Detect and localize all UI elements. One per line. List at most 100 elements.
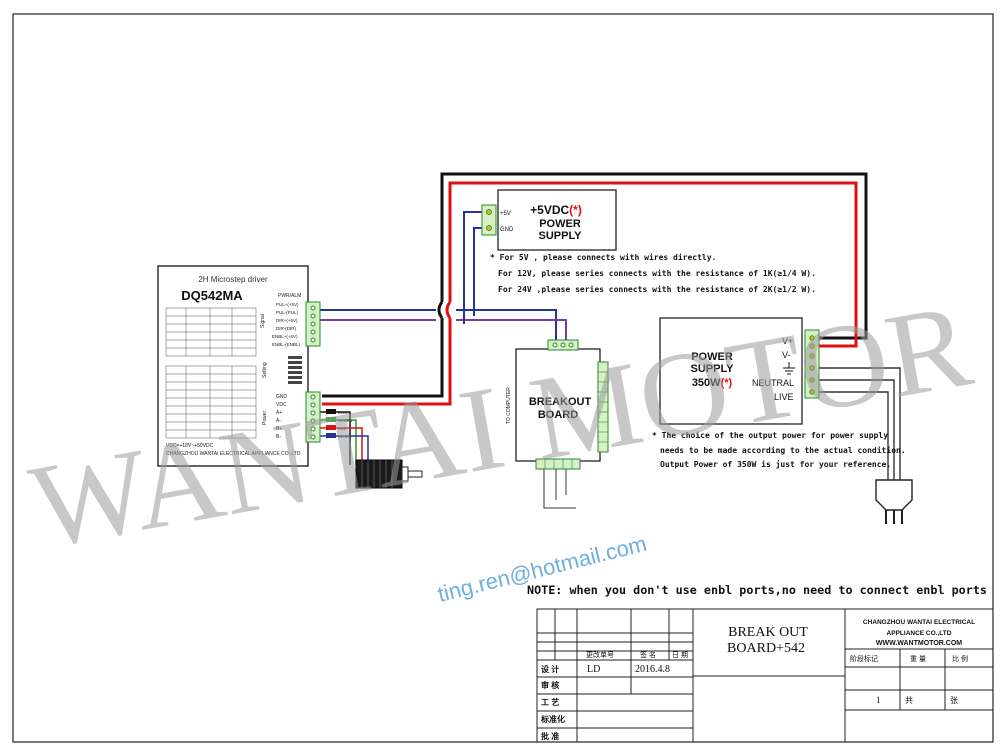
- psu350-neutral: NEUTRAL: [752, 378, 794, 388]
- breakout-right-terminal: [597, 361, 609, 453]
- wire-5v-2: [473, 227, 488, 316]
- tb-design: 设 计: [541, 664, 559, 674]
- wire-label-black: BLACK: [338, 410, 351, 415]
- wire-signal-2: [320, 319, 567, 340]
- wire-red-psu: [448, 181, 858, 348]
- driver-pin-label: DIR-(DIR): [276, 326, 296, 331]
- tb-date-label: 日 期: [672, 651, 688, 659]
- driver-pin-label: GND: [276, 394, 288, 400]
- driver-current-table: [165, 307, 257, 357]
- psu5-note-line: * For 5V , please connects with wires di…: [490, 252, 716, 262]
- breakout-line1: BREAKOUT: [529, 396, 592, 408]
- psu350-line1: POWER: [691, 351, 733, 363]
- wire-tag-black: [326, 409, 336, 414]
- tb-designer: LD: [587, 664, 600, 675]
- psu350-line3: 350W(*): [692, 377, 733, 389]
- driver-pin-label: VDC: [276, 402, 287, 408]
- psu5-title-line2: POWER: [539, 218, 581, 230]
- wire-label-blue: BLUE: [338, 434, 349, 439]
- breakout-bottom-leads: [543, 469, 576, 509]
- psu350-vplus: V+: [782, 336, 793, 346]
- driver-pin-label: B+: [276, 426, 282, 432]
- driver-pin-label: PUL-(PUL): [276, 310, 299, 315]
- driver-pin-label: A+: [276, 410, 282, 416]
- wire-signal-1: [320, 309, 557, 340]
- driver-power-terminal: [305, 391, 321, 443]
- psu350-note-line: Output Power of 350W is just for your re…: [660, 459, 891, 469]
- tb-date: 2016.4.8: [635, 664, 670, 675]
- tb-process: 工 艺: [541, 697, 559, 707]
- drawing-frame: [12, 13, 994, 743]
- wire-5v-1: [463, 211, 488, 324]
- tb-company-2: APPLIANCE CO.,LTD: [887, 630, 952, 637]
- psu350-live: LIVE: [774, 392, 794, 402]
- psu-5vdc-block: +5VDC(*) POWER SUPPLY: [497, 189, 617, 251]
- breakout-bottom-terminal: [535, 458, 581, 470]
- wire-ac-2: [813, 379, 895, 480]
- wire-ac-1: [813, 367, 901, 480]
- tb-sheet: 张: [950, 696, 958, 705]
- wire-label-green: GREEN: [338, 418, 352, 423]
- title-block: [536, 608, 994, 743]
- driver-pin-label: ENBL+(+5V): [272, 334, 298, 339]
- driver-group-setting: Setting: [262, 362, 268, 378]
- wire-tag-green: [326, 417, 336, 422]
- driver-subtitle: 2H Microstep driver: [198, 275, 268, 284]
- psu350-line2: SUPPLY: [690, 363, 734, 375]
- tb-weight: 重 量: [910, 655, 926, 663]
- psu5-pin-5v: +5V: [500, 211, 511, 217]
- driver-pin-label: A-: [276, 418, 281, 424]
- driver-group-power: Power: [262, 410, 268, 425]
- tb-approve: 批 准: [541, 731, 559, 741]
- tb-standard: 标准化: [540, 714, 565, 724]
- driver-maker: CHANGZHOU WANTAI ELECTRICAL APPLIANCE CO…: [166, 451, 301, 457]
- driver-vdc-note: VDC=+18V~+50VDC: [166, 443, 214, 449]
- psu5-note-line: For 24V ,please series connects with the…: [498, 284, 816, 294]
- tb-review: 审 核: [541, 680, 559, 690]
- breakout-top-terminal: [547, 339, 579, 351]
- psu350-note-line: needs to be made according to the actual…: [660, 445, 906, 455]
- tb-change-no: 更改单号: [586, 650, 614, 659]
- tb-stage: 阶段标记: [850, 654, 878, 663]
- wire-red-driver-vdc: [322, 318, 452, 406]
- breakout-port-label: TO COMPUTER: [506, 387, 512, 424]
- breakout-line2: BOARD: [538, 409, 578, 421]
- psu5-title-line1: +5VDC(*): [530, 203, 582, 217]
- tb-website: WWW.WANTMOTOR.COM: [876, 640, 962, 647]
- psu5-title-line3: SUPPLY: [538, 230, 582, 242]
- tb-company-1: CHANGZHOU WANTAI ELECTRICAL: [863, 619, 975, 626]
- driver-pin-label: DIR+(+5V): [276, 318, 298, 323]
- stepper-motor-icon: [355, 459, 423, 489]
- driver-group-signal: Signal: [260, 314, 266, 328]
- tb-signature: 签 名: [640, 650, 656, 659]
- psu5-terminal: [481, 204, 497, 236]
- driver-pin-label: PUL+(+5V): [276, 302, 299, 307]
- note-text: NOTE: when you don't use enbl ports,no n…: [527, 583, 987, 597]
- wire-tag-blue: [326, 433, 336, 438]
- psu350-note-line: * The choice of the output power for pow…: [652, 430, 888, 440]
- psu5-asterisk: (*): [569, 203, 582, 217]
- driver-pin-label: ENBL-(ENBL): [272, 342, 301, 347]
- psu5-pin-gnd: GND: [500, 227, 514, 233]
- driver-pwr-alarm: PWR/ALM: [278, 293, 301, 299]
- wire-label-red: RED: [338, 426, 347, 431]
- wire-hop-2: [445, 301, 452, 319]
- psu-350w-block: POWER SUPPLY 350W(*) V+ V- NEUTRAL LIVE: [659, 317, 803, 425]
- tb-drawing-title-1: BREAK OUT: [728, 625, 808, 640]
- wire-ac-3: [813, 391, 889, 480]
- driver-microstep-table: [165, 365, 257, 439]
- psu350-terminal: [804, 329, 820, 399]
- psu350-asterisk: (*): [721, 377, 733, 389]
- driver-dip-switch: [288, 356, 302, 384]
- tb-drawing-title-2: BOARD+542: [727, 641, 805, 656]
- tb-sheet-no: 1: [876, 695, 881, 705]
- ac-plug-icon: [875, 479, 913, 524]
- ground-icon: [783, 362, 795, 375]
- tb-scale: 比 例: [952, 654, 968, 663]
- driver-model: DQ542MA: [181, 288, 243, 303]
- driver-pin-label: B-: [276, 434, 281, 440]
- driver-block: 2H Microstep driver DQ542MA VDC=+18V~+50…: [157, 265, 309, 467]
- psu5-note-line: For 12V, please series connects with the…: [498, 268, 816, 278]
- wire-tag-red: [326, 425, 336, 430]
